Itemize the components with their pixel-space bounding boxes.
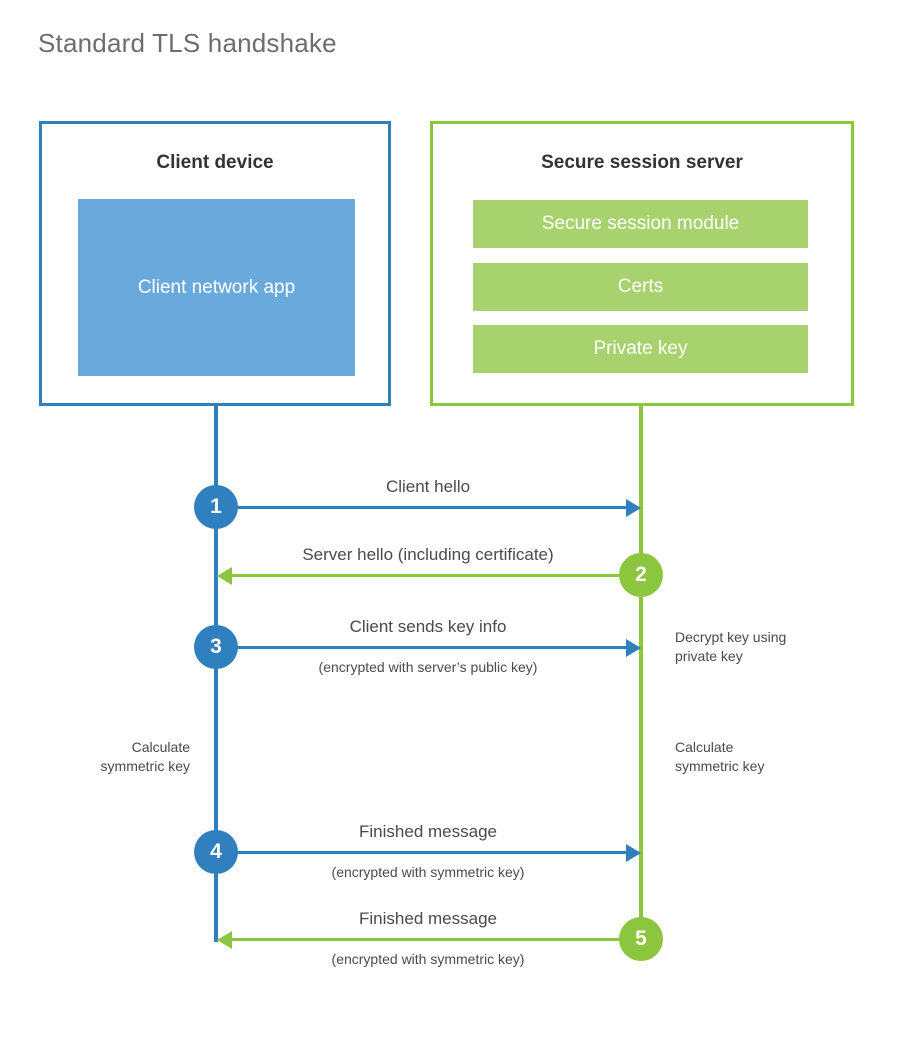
annotation-calculate-symmetric-key-server: Calculate symmetric key bbox=[675, 739, 765, 774]
step-2-label: Server hello (including certificate) bbox=[302, 545, 554, 564]
server-module-secure-session-module: Secure session module bbox=[473, 200, 808, 248]
client-lifeline bbox=[214, 404, 218, 942]
step-2-arrow-head-left-icon bbox=[217, 567, 232, 585]
secure-session-server-title: Secure session server bbox=[541, 152, 743, 173]
step-5-sublabel: (encrypted with symmetric key) bbox=[331, 951, 525, 967]
step-3-arrow-head-right-icon bbox=[626, 639, 641, 657]
annotation-decrypt-key: Decrypt key using private key bbox=[675, 629, 787, 664]
step-1-label: Client hello bbox=[385, 477, 471, 496]
step-5-arrow-head-left-icon bbox=[217, 931, 232, 949]
step-4-arrow-shaft bbox=[216, 851, 626, 854]
client-device-box: Client device Client network app bbox=[39, 121, 391, 406]
step-3-arrow-shaft bbox=[216, 646, 626, 649]
step-5-arrow-shaft bbox=[232, 938, 641, 941]
server-module-certs: Certs bbox=[473, 263, 808, 311]
step-2-arrow-shaft bbox=[232, 574, 641, 577]
secure-session-server-box: Secure session server Secure session mod… bbox=[430, 121, 854, 406]
client-device-title: Client device bbox=[156, 152, 274, 173]
step-5-number-badge[interactable]: 5 bbox=[619, 917, 663, 961]
step-4-number-badge[interactable]: 4 bbox=[194, 830, 238, 874]
step-3-label: Client sends key info bbox=[349, 617, 507, 636]
step-5-label: Finished message bbox=[359, 909, 497, 928]
step-3-sublabel: (encrypted with server’s public key) bbox=[318, 659, 538, 675]
step-4-sublabel: (encrypted with symmetric key) bbox=[331, 864, 525, 880]
step-4-label: Finished message bbox=[359, 822, 497, 841]
step-1-arrow-head-right-icon bbox=[626, 499, 641, 517]
step-2-number-badge[interactable]: 2 bbox=[619, 553, 663, 597]
step-4-arrow-head-right-icon bbox=[626, 844, 641, 862]
client-network-app-block: Client network app bbox=[78, 199, 355, 376]
step-3-number-badge[interactable]: 3 bbox=[194, 625, 238, 669]
page-title: Standard TLS handshake bbox=[38, 28, 337, 58]
annotation-calculate-symmetric-key-client: Calculate symmetric key bbox=[100, 739, 190, 774]
step-1-number-badge[interactable]: 1 bbox=[194, 485, 238, 529]
server-lifeline bbox=[639, 404, 643, 942]
step-1-arrow-shaft bbox=[216, 506, 626, 509]
server-module-private-key: Private key bbox=[473, 325, 808, 373]
